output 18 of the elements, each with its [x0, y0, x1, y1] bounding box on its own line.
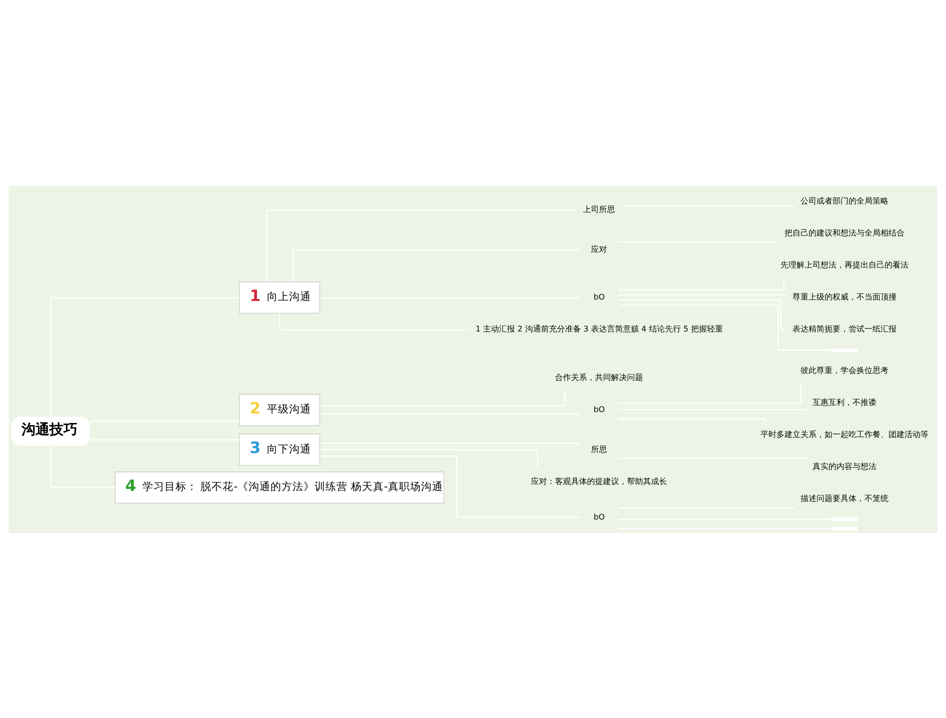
node-box — [831, 348, 858, 352]
connector — [320, 455, 580, 518]
connector — [618, 304, 832, 350]
connector — [50, 296, 240, 416]
connector — [279, 312, 470, 330]
node-box: 2 平级沟通 — [239, 393, 320, 426]
connector — [320, 390, 566, 406]
node-box: 3 向下沟通 — [239, 433, 320, 466]
node-box: 沟通技巧 — [11, 416, 90, 446]
connector — [618, 383, 802, 404]
connector — [618, 299, 787, 330]
node-box: 4 学习目标： 脱不花-《沟通的方法》训练营 杨天真-真职场沟通 — [114, 471, 444, 503]
connector — [50, 445, 116, 488]
node-box: 1 向上沟通 — [239, 281, 320, 314]
connector — [618, 278, 784, 290]
connector — [266, 209, 578, 282]
connector — [292, 248, 580, 282]
connector — [320, 448, 538, 468]
